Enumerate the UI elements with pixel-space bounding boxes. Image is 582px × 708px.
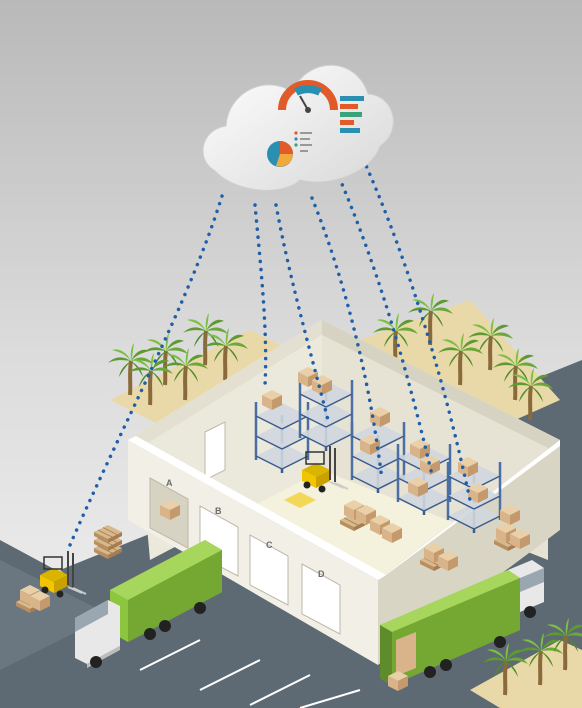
cloud-dashboard	[202, 64, 394, 191]
list-icon	[294, 131, 312, 152]
pie-chart-icon	[267, 141, 293, 167]
dock-door-b-label: B	[215, 506, 222, 516]
truck-right	[380, 560, 544, 691]
truck-left	[75, 540, 222, 668]
palm-grove-bottom-right	[470, 616, 582, 708]
gauge-icon	[278, 80, 338, 113]
dock-door-c-label: C	[266, 540, 273, 550]
palm-grove-right	[360, 291, 560, 440]
bar-chart-icon	[340, 96, 364, 133]
dock-door-c[interactable]: C	[249, 534, 289, 606]
dock-door-d-label: D	[318, 569, 325, 579]
forklift-inside	[284, 445, 349, 508]
dock-door-a-label: A	[166, 478, 173, 488]
data-connection-lines	[68, 150, 472, 547]
dock-door-d[interactable]: D	[301, 563, 341, 635]
